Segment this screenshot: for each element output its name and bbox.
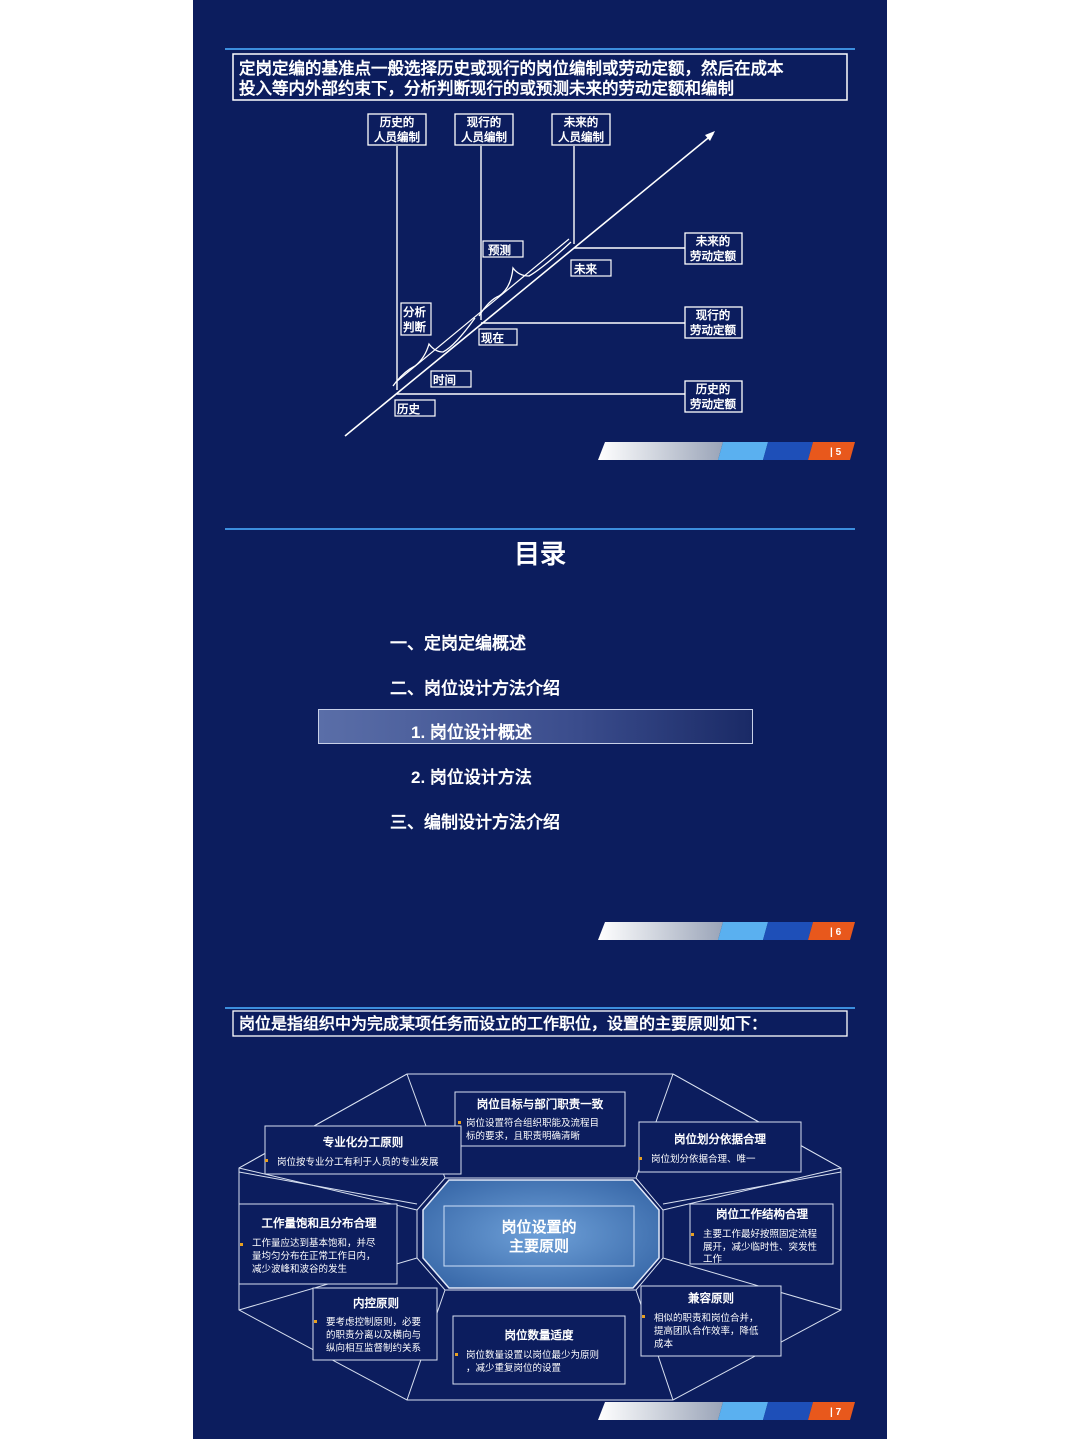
svg-text:劳动定额: 劳动定额 (690, 397, 736, 411)
principle-goal-alignment: 岗位目标与部门职责一致 岗位设置符合组织职能及流程目 标的要求，且职责明确清晰 (454, 1091, 626, 1147)
svg-text:岗位按专业分工有利于人员的专业发展: 岗位按专业分工有利于人员的专业发展 (277, 1156, 439, 1168)
svg-text:劳动定额: 劳动定额 (690, 323, 736, 337)
svg-text:岗位划分依据合理、唯一: 岗位划分依据合理、唯一 (651, 1153, 756, 1165)
label-present: 现在 (478, 328, 518, 346)
svg-text:的职责分离以及横向与: 的职责分离以及横向与 (326, 1329, 421, 1341)
page-number: | 5 (830, 447, 842, 458)
svg-text:量均匀分布在正常工作日内，: 量均匀分布在正常工作日内， (252, 1250, 376, 1262)
box-future-quota: 未来的 劳动定额 (684, 232, 743, 265)
center-line-1: 岗位设置的 (501, 1218, 576, 1236)
svg-text:标的要求，且职责明确清晰: 标的要求，且职责明确清晰 (466, 1130, 581, 1142)
toc-item-1[interactable]: 一、定岗定编概述 (390, 634, 526, 653)
principle-division-basis: 岗位划分依据合理 岗位划分依据合理、唯一 (638, 1121, 802, 1173)
principle-specialization: 专业化分工原则 岗位按专业分工有利于人员的专业发展 (264, 1125, 462, 1175)
footer-decoration: | 6 (598, 922, 855, 940)
header-rule (225, 528, 855, 530)
label-future: 未来 (570, 259, 612, 277)
svg-text:主要工作最好按照固定流程: 主要工作最好按照固定流程 (703, 1228, 818, 1240)
footer-decoration (598, 1402, 855, 1420)
svg-text:岗位数量适度: 岗位数量适度 (505, 1328, 574, 1342)
principle-quantity: 岗位数量适度 岗位数量设置以岗位最少为原则 ，减少重复岗位的设置 (452, 1315, 626, 1385)
staffing-diagram: 定岗定编的基准点一般选择历史或现行的岗位编制或劳动定额，然后在成本 投入等内外部… (225, 48, 855, 460)
svg-text:工作量应达到基本饱和，并尽: 工作量应达到基本饱和，并尽 (252, 1237, 376, 1249)
svg-text:历史的: 历史的 (380, 115, 415, 129)
page-number: | 7 (830, 1407, 842, 1418)
label-forecast: 预测 (482, 240, 524, 258)
toc-highlight (318, 709, 753, 744)
box-curr-quota: 现行的 劳动定额 (684, 306, 743, 339)
svg-text:现在: 现在 (481, 331, 504, 345)
time-axis (344, 133, 714, 437)
svg-text:内控原则: 内控原则 (353, 1296, 399, 1310)
svg-text:未来的: 未来的 (695, 234, 731, 248)
svg-text:成本: 成本 (654, 1338, 674, 1350)
forecast-brace (478, 241, 572, 317)
svg-text:人员编制: 人员编制 (374, 130, 420, 144)
svg-text:现行的: 现行的 (467, 115, 502, 129)
box-hist-staff: 历史的 人员编制 (367, 113, 427, 146)
toc-item-2-1[interactable]: 1. 岗位设计概述 (411, 723, 532, 742)
slide-6-toc: 目录 一、定岗定编概述 二、岗位设计方法介绍 1. 岗位设计概述 2. 岗位设计… (193, 480, 887, 960)
svg-text:岗位数量设置以岗位最少为原则: 岗位数量设置以岗位最少为原则 (466, 1349, 599, 1361)
principle-compatibility: 兼容原则 相似的职责和岗位合并， 提高团队合作效率，降低 成本 (640, 1285, 782, 1357)
slide-5-staffing-benchmark: 定岗定编的基准点一般选择历史或现行的岗位编制或劳动定额，然后在成本 投入等内外部… (193, 0, 887, 480)
svg-text:展开，减少临时性、突发性: 展开，减少临时性、突发性 (703, 1241, 818, 1253)
footer-decoration (598, 442, 855, 460)
svg-text:要考虑控制原则，必要: 要考虑控制原则，必要 (326, 1316, 421, 1328)
svg-text:预测: 预测 (488, 243, 511, 257)
label-analysis: 分析 判断 (400, 302, 432, 336)
header-line-2: 投入等内外部约束下，分析判断现行的或预测未来的劳动定额和编制 (239, 78, 734, 98)
svg-text:兼容原则: 兼容原则 (687, 1291, 734, 1305)
header-line-1: 定岗定编的基准点一般选择历史或现行的岗位编制或劳动定额，然后在成本 (239, 58, 784, 78)
header-box (232, 53, 848, 101)
header-box (232, 1010, 848, 1037)
svg-text:专业化分工原则: 专业化分工原则 (323, 1135, 404, 1149)
toc-item-2[interactable]: 二、岗位设计方法介绍 (390, 679, 560, 698)
label-time: 时间 (430, 370, 472, 388)
svg-text:提高团队合作效率，降低: 提高团队合作效率，降低 (654, 1325, 759, 1337)
slide-7-principles: 岗位是指组织中为完成某项任务而设立的工作职位，设置的主要原则如下： 岗位设置的 … (193, 960, 887, 1439)
principle-work-structure: 岗位工作结构合理 主要工作最好按照固定流程 展开，减少临时性、突发性 工作 (689, 1203, 834, 1265)
svg-text:岗位划分依据合理: 岗位划分依据合理 (674, 1132, 766, 1146)
svg-text:工作量饱和且分布合理: 工作量饱和且分布合理 (262, 1216, 377, 1230)
center-inner-box (443, 1205, 635, 1267)
svg-text:纵向相互监督制约关系: 纵向相互监督制约关系 (326, 1342, 421, 1354)
principle-workload: 工作量饱和且分布合理 工作量应达到基本饱和，并尽 量均匀分布在正常工作日内， 减… (238, 1203, 398, 1285)
svg-text:判断: 判断 (403, 320, 426, 334)
svg-text:未来: 未来 (573, 262, 597, 276)
principle-internal-control: 内控原则 要考虑控制原则，必要 的职责分离以及横向与 纵向相互监督制约关系 (312, 1287, 438, 1361)
svg-text:相似的职责和岗位合并，: 相似的职责和岗位合并， (654, 1312, 759, 1324)
svg-text:岗位目标与部门职责一致: 岗位目标与部门职责一致 (477, 1097, 604, 1111)
page-number: | 6 (830, 927, 842, 938)
svg-text:劳动定额: 劳动定额 (690, 249, 736, 263)
toc-item-2-2[interactable]: 2. 岗位设计方法 (411, 768, 532, 787)
analysis-brace (392, 317, 476, 387)
svg-text:历史: 历史 (397, 402, 420, 416)
svg-text:人员编制: 人员编制 (461, 130, 507, 144)
svg-text:减少波峰和波谷的发生: 减少波峰和波谷的发生 (252, 1263, 348, 1275)
svg-text:岗位设置符合组织职能及流程目: 岗位设置符合组织职能及流程目 (466, 1117, 599, 1129)
svg-text:岗位工作结构合理: 岗位工作结构合理 (716, 1207, 808, 1221)
svg-text:时间: 时间 (433, 373, 456, 387)
time-axis-arrowhead (705, 131, 715, 141)
header-text: 岗位是指组织中为完成某项任务而设立的工作职位，设置的主要原则如下： (239, 1014, 767, 1033)
svg-text:分析: 分析 (403, 305, 426, 319)
center-octagon (422, 1179, 660, 1289)
svg-text:人员编制: 人员编制 (558, 130, 604, 144)
svg-text:历史的: 历史的 (696, 382, 731, 396)
svg-text:未来的: 未来的 (563, 115, 599, 129)
toc-title: 目录 (513, 539, 566, 569)
box-hist-quota: 历史的 劳动定额 (684, 380, 743, 413)
svg-text:工作: 工作 (703, 1253, 723, 1265)
box-curr-staff: 现行的 人员编制 (454, 113, 514, 146)
center-line-2: 主要原则 (509, 1237, 569, 1255)
principles-diagram: 岗位是指组织中为完成某项任务而设立的工作职位，设置的主要原则如下： 岗位设置的 … (225, 1007, 855, 1420)
svg-text:现行的: 现行的 (696, 308, 731, 322)
box-future-staff: 未来的 人员编制 (551, 113, 611, 146)
label-history: 历史 (394, 399, 436, 417)
toc-item-3[interactable]: 三、编制设计方法介绍 (390, 813, 560, 832)
svg-text:，减少重复岗位的设置: ，减少重复岗位的设置 (466, 1362, 561, 1374)
